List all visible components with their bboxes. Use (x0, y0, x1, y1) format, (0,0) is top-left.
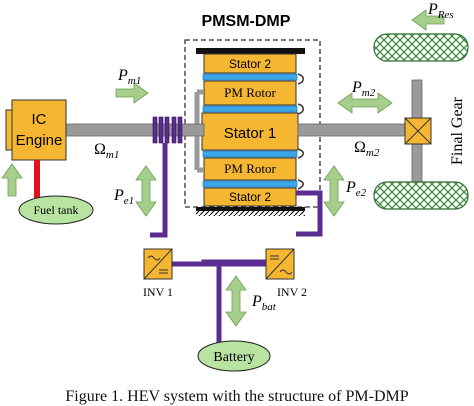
omega-m2-symbol: Ωm2 (354, 139, 380, 159)
pres-arrow-icon (411, 9, 445, 31)
pm-rotor-bottom-label: PM Rotor (224, 161, 276, 176)
stator1-label: Stator 1 (224, 125, 277, 142)
stator2-bottom-block (203, 187, 297, 207)
pm-strip-top-outer (202, 73, 298, 81)
inv1-label: INV 1 (143, 285, 173, 299)
pm-strip-bottom-inner (202, 150, 298, 158)
inverter-2 (265, 248, 295, 280)
wire-stator-to-inv2 (296, 190, 323, 237)
wire-rotor-to-inv1 (150, 143, 168, 238)
fuel-line (34, 160, 40, 198)
slip-rings (152, 116, 183, 144)
winding-lead-top (297, 103, 304, 115)
stator1-block (201, 112, 299, 151)
top-frame-bar (196, 48, 305, 54)
stator2-top-block (203, 53, 297, 74)
omega-m1-symbol: Ωm1 (94, 141, 119, 161)
battery-label: Battery (213, 350, 254, 365)
stator2-bottom-label: Stator 2 (229, 190, 271, 204)
dc-bus-wire (170, 259, 268, 267)
fuel-tank-label: Fuel tank (34, 203, 79, 217)
pe2-arrow-icon (323, 165, 345, 217)
fuel-tank (18, 195, 94, 225)
pe2-symbol: Pe2 (345, 179, 367, 199)
pm-strip-top-inner (202, 105, 298, 113)
stator2-top-label: Stator 2 (229, 57, 271, 71)
final-gear-box (404, 117, 432, 145)
pe1-symbol: Pe1 (113, 187, 134, 207)
ic-engine-label-line2: Engine (16, 132, 63, 149)
pm2-arrow-icon (337, 92, 393, 114)
wheel-bottom (373, 181, 469, 210)
winding-lead-bottom (297, 148, 304, 159)
winding-lead-bottom-outer (297, 179, 304, 190)
pmsm-dmp-title: PMSM-DMP (202, 13, 291, 30)
winding-lead-top-outer (297, 73, 304, 85)
pm2-symbol: Pm2 (351, 79, 376, 99)
bottom-frame-bar (196, 207, 305, 211)
wheel-top (373, 33, 469, 62)
pbat-symbol: Pbat (251, 293, 277, 313)
pbat-arrow-icon (225, 275, 247, 327)
figure-caption: Figure 1. HEV system with the structure … (65, 388, 409, 405)
final-gear-label: Final Gear (449, 96, 466, 165)
pres-symbol: PRes (427, 1, 454, 21)
pe1-arrow-icon (135, 165, 157, 217)
pm1-symbol: Pm1 (117, 67, 141, 87)
inverter-1 (143, 248, 173, 280)
fuel-arrow-icon (1, 163, 23, 197)
pm1-arrow-icon (115, 82, 149, 104)
ground-hatch (196, 211, 305, 216)
output-shaft (297, 123, 409, 137)
ic-engine-label-line1: IC (32, 111, 47, 128)
battery (197, 340, 271, 372)
pm-strip-bottom-outer (202, 180, 298, 188)
ic-engine (5, 99, 67, 161)
pm-rotor-top-block (203, 80, 297, 106)
pm-rotor-top-label: PM Rotor (224, 85, 276, 100)
inv2-label: INV 2 (277, 285, 307, 299)
engine-shaft (65, 123, 205, 137)
